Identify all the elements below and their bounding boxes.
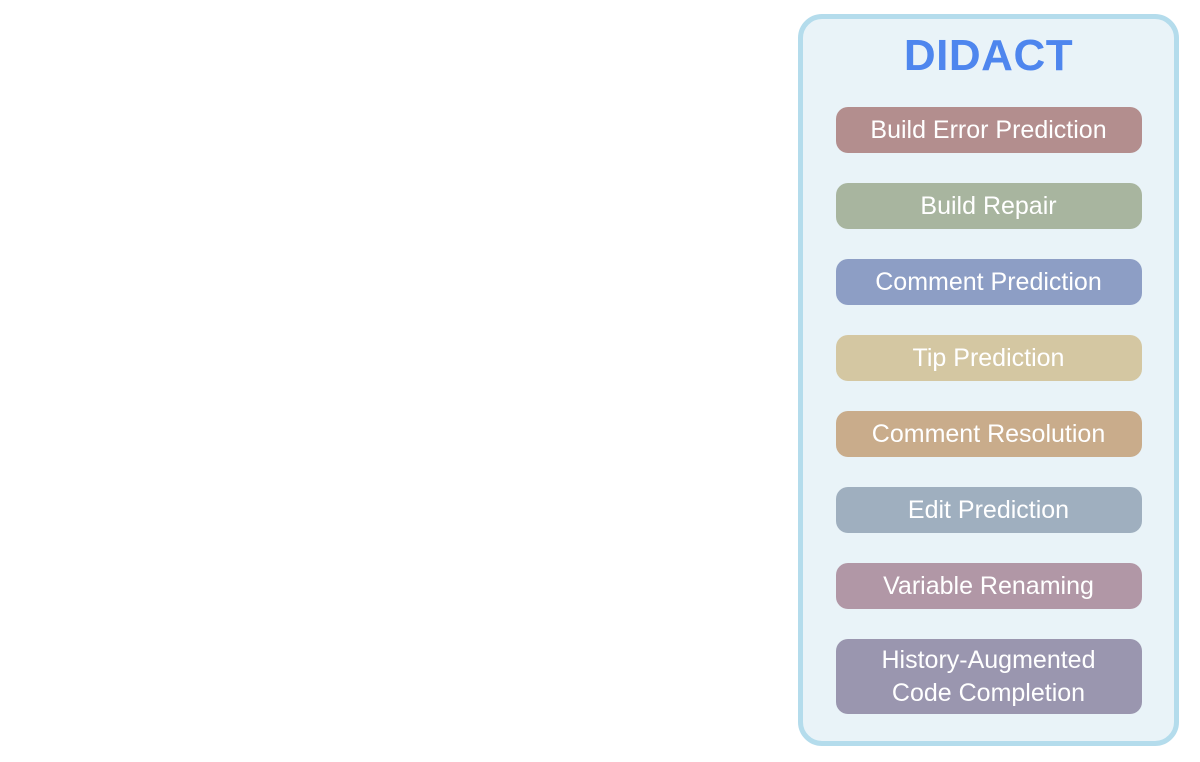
task-pill-label: Variable Renaming — [883, 571, 1094, 600]
task-pill-build-error-prediction: Build Error Prediction — [835, 107, 1142, 153]
task-pill-comment-prediction: Comment Prediction — [835, 259, 1142, 305]
task-pill-label: Comment Prediction — [875, 267, 1102, 296]
task-pill-tip-prediction: Tip Prediction — [835, 335, 1142, 381]
task-pill-comment-resolution: Comment Resolution — [835, 411, 1142, 457]
task-pill-history-augmented-code-completion: History-Augmented Code Completion — [835, 639, 1142, 714]
task-pill-label: Build Repair — [920, 191, 1057, 220]
task-pill-variable-renaming: Variable Renaming — [835, 563, 1142, 609]
task-pill-label: Edit Prediction — [907, 495, 1070, 524]
task-pill-edit-prediction: Edit Prediction — [835, 487, 1142, 533]
panel-title: DIDACT — [903, 31, 1074, 80]
task-pill-label: Comment Resolution — [871, 419, 1106, 448]
task-pill-build-repair: Build Repair — [835, 183, 1142, 229]
task-pill-label: Tip Prediction — [912, 343, 1065, 372]
task-pill-label: Build Error Prediction — [870, 115, 1107, 144]
task-pill-label: History-Augmented Code Completion — [881, 646, 1096, 707]
